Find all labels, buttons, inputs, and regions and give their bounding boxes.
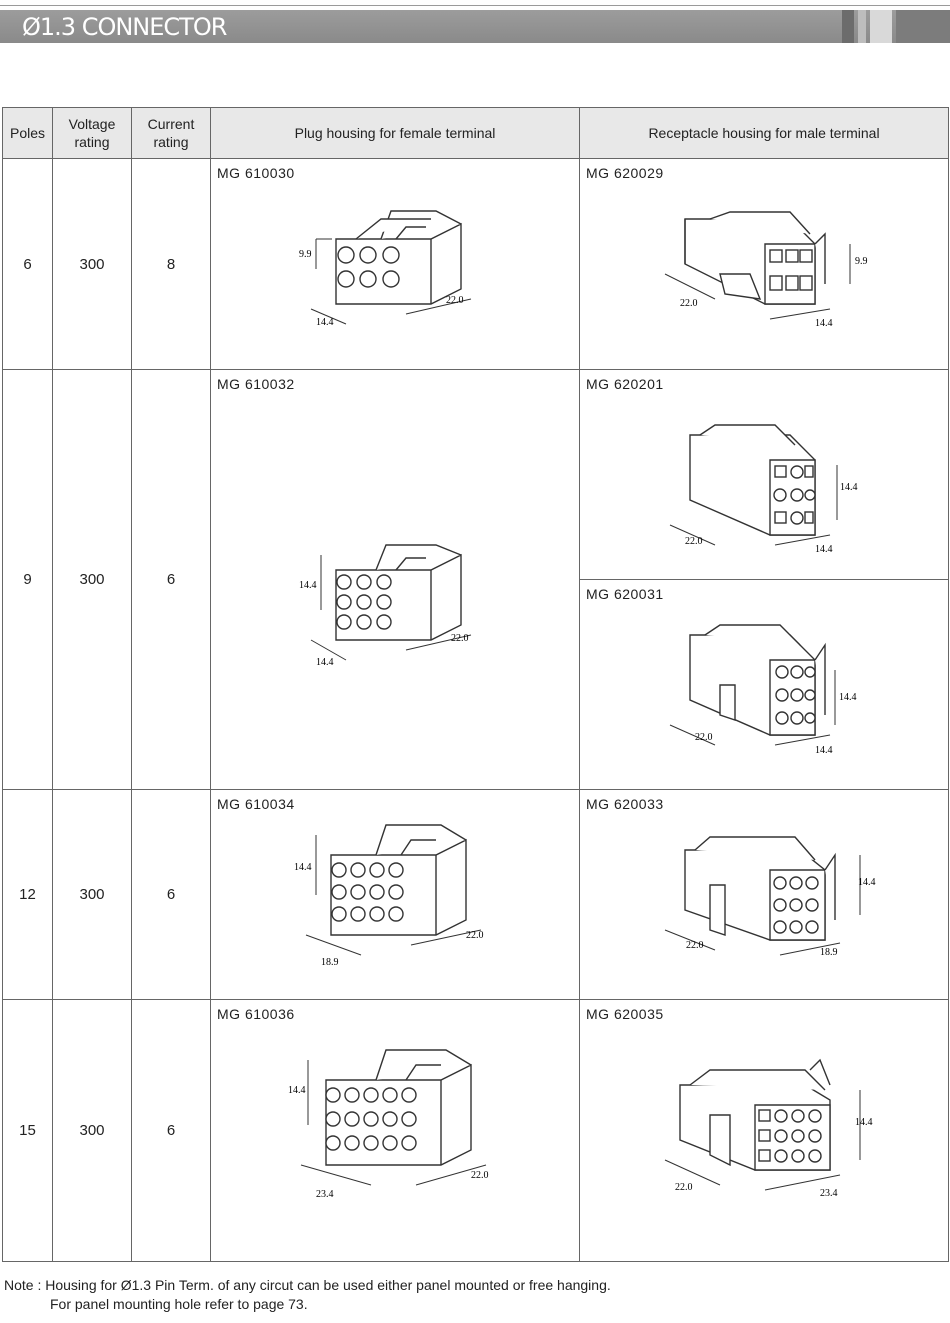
dimension-label: 14.4 [299,580,317,591]
receptacle-housing-drawing: 14.4 22.0 23.4 [664,1058,873,1199]
header-row: Poles Voltage rating Current rating Plug… [2,107,949,159]
dimension-label: 14.4 [294,862,312,873]
dimension-label: 14.4 [858,877,876,888]
receptacle-housing-drawing: 14.4 22.0 14.4 [669,424,858,555]
dimension-label: 22.0 [680,298,698,309]
dimension-label: 22.0 [675,1182,693,1193]
table-row: 15 300 6 MG 610036 [2,999,949,1262]
dimension-label: 14.4 [316,657,334,668]
header-voltage: Voltage rating [52,107,132,159]
dimension-label: 14.4 [288,1085,306,1096]
header-poles: Poles [2,107,53,159]
dimension-label: 22.0 [446,295,464,306]
header-current-line1: Current [147,116,195,132]
current-cell: 6 [131,369,211,790]
dimension-label: 22.0 [695,732,713,743]
connector-spec-table: Poles Voltage rating Current rating Plug… [2,107,949,1262]
table-row: 6 300 8 MG 610030 [2,158,949,370]
part-number: MG 620035 [586,1006,664,1022]
poles-cell: 15 [2,999,53,1262]
dimension-label: 9.9 [299,249,312,260]
plug-cell: MG 610036 [210,999,580,1262]
header-plug: Plug housing for female terminal [210,107,580,159]
dimension-label: 14.4 [840,482,858,493]
title-stripe [896,10,950,43]
part-number: MG 620033 [586,796,664,812]
receptacle-cell: MG 620029 [579,158,949,370]
plug-housing-drawing: 14.4 23.4 22.0 [288,1049,489,1200]
footnote: Note : Housing for Ø1.3 Pin Term. of any… [4,1276,611,1314]
receptacle-cell: MG 620201 14.4 [579,369,949,580]
dimension-label: 14.4 [855,1117,873,1128]
part-number: MG 610032 [217,376,295,392]
voltage-cell: 300 [52,999,132,1262]
part-number: MG 610034 [217,796,295,812]
dimension-label: 14.4 [815,544,833,555]
header-current: Current rating [131,107,211,159]
page-title: Ø1.3 CONNECTOR [22,13,227,41]
dimension-label: 23.4 [820,1188,838,1199]
title-bar: Ø1.3 CONNECTOR [0,10,950,43]
voltage-cell: 300 [52,369,132,790]
footnote-line: For panel mounting hole refer to page 73… [50,1296,308,1312]
plug-housing-drawing: 14.4 14.4 22.0 [299,544,472,668]
receptacle-housing-drawing: 14.4 22.0 14.4 [669,624,857,755]
poles-cell: 9 [2,369,53,790]
poles-cell: 6 [2,158,53,370]
voltage-cell: 300 [52,789,132,1000]
dimension-label: 14.4 [815,745,833,755]
plug-cell: MG 610034 [210,789,580,1000]
current-cell: 8 [131,158,211,370]
receptacle-cell: MG 620033 [579,789,949,1000]
part-number: MG 610036 [217,1006,295,1022]
header-voltage-line1: Voltage [68,116,116,132]
table-row: 12 300 6 MG 610034 [2,789,949,1000]
receptacle-housing-drawing: 14.4 22.0 18.9 [664,836,876,958]
poles-cell: 12 [2,789,53,1000]
plug-cell: MG 610032 [210,369,580,790]
dimension-label: 22.0 [686,940,704,951]
table-row: MG 620031 [3,579,949,790]
receptacle-cell: MG 620031 [579,579,949,790]
plug-housing-drawing: 14.4 18.9 22.0 [294,824,484,968]
title-stripe [842,10,854,43]
dimension-label: 22.0 [466,930,484,941]
dimension-label: 22.0 [451,633,469,644]
dimension-label: 14.4 [316,317,334,328]
voltage-cell: 300 [52,158,132,370]
current-cell: 6 [131,999,211,1262]
title-stripe [858,10,866,43]
dimension-label: 9.9 [855,256,868,267]
part-number: MG 620031 [586,586,664,602]
current-cell: 6 [131,789,211,1000]
part-number: MG 610030 [217,165,295,181]
top-rule [0,5,950,6]
table-row: 9 300 6 MG 610032 [2,369,949,790]
header-voltage-line2: rating [74,134,110,150]
dimension-label: 22.0 [471,1170,489,1181]
dimension-label: 14.4 [839,692,857,703]
part-number: MG 620201 [586,376,664,392]
dimension-label: 14.4 [815,318,833,329]
footnote-line: Note : Housing for Ø1.3 Pin Term. of any… [4,1277,611,1293]
dimension-label: 18.9 [321,957,339,968]
plug-cell: MG 610030 [210,158,580,370]
receptacle-cell: MG 620035 [579,999,949,1262]
dimension-label: 22.0 [685,536,703,547]
header-receptacle: Receptacle housing for male terminal [579,107,949,159]
part-number: MG 620029 [586,165,664,181]
header-current-line2: rating [153,134,189,150]
receptacle-housing-drawing: 9.9 22.0 14.4 [664,211,868,329]
dimension-label: 23.4 [316,1189,334,1200]
title-stripe [870,10,892,43]
plug-housing-drawing: 9.9 14.4 22.0 [299,210,472,328]
dimension-label: 18.9 [820,947,838,958]
